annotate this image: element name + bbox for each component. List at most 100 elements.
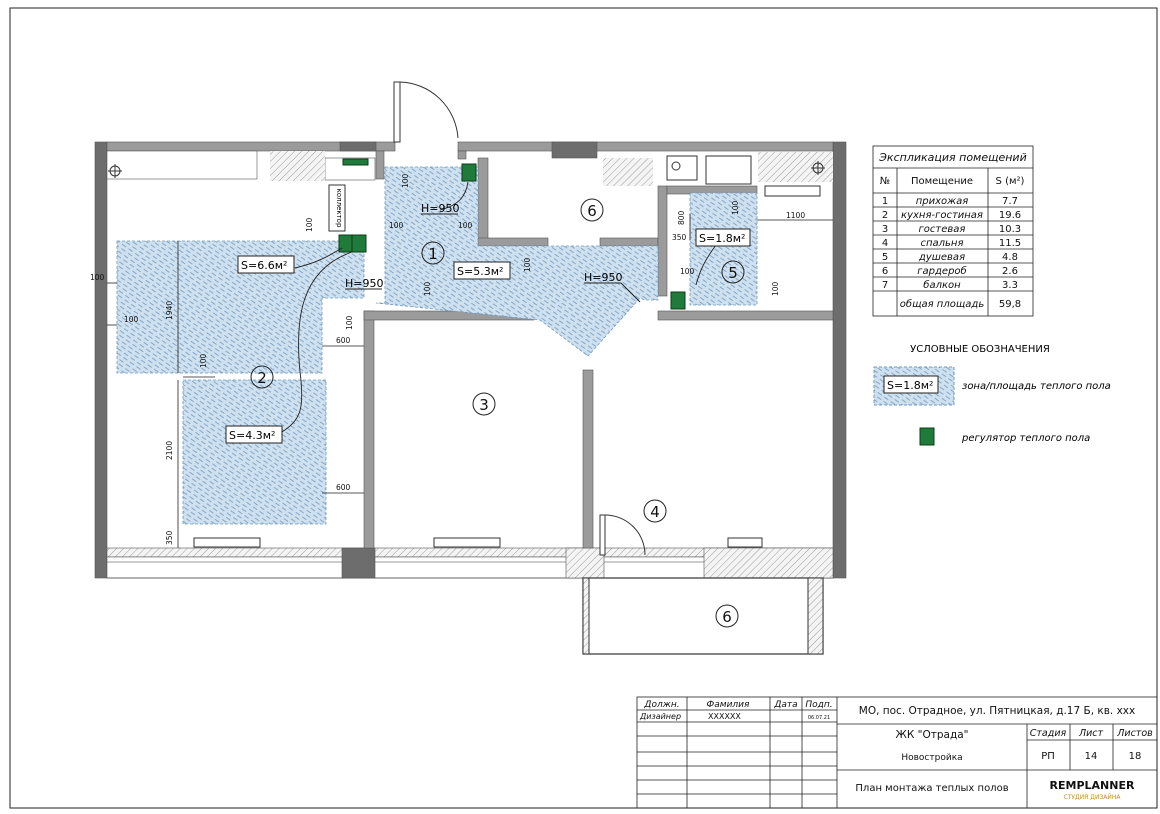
room-marker-6: 6 bbox=[587, 202, 597, 220]
stamp-sheets-label: Листов bbox=[1116, 728, 1153, 739]
zone-area-label: S=5.3м² bbox=[457, 265, 503, 278]
explication-row-n: 4 bbox=[882, 238, 888, 249]
svg-text:коллектор: коллектор bbox=[335, 189, 343, 228]
explication-row-n: 5 bbox=[882, 252, 888, 263]
svg-text:100: 100 bbox=[458, 221, 473, 230]
stamp-header-surname: Фамилия bbox=[707, 700, 751, 710]
legend-regulator-icon bbox=[919, 427, 935, 446]
stamp-stage: РП bbox=[1041, 751, 1055, 762]
explication-row-area: 4.8 bbox=[1002, 252, 1018, 263]
zone-area-label: S=6.6м² bbox=[241, 259, 287, 272]
explication-col-area: S (м²) bbox=[996, 176, 1025, 187]
explication-row-area: 7.7 bbox=[1002, 196, 1018, 207]
room-marker-2: 2 bbox=[257, 369, 267, 387]
stamp-surname: XXXXXX bbox=[708, 712, 741, 721]
title-block bbox=[636, 696, 1158, 809]
stamp-address: МО, пос. Отрадное, ул. Пятницкая, д.17 Б… bbox=[859, 705, 1135, 717]
svg-text:100: 100 bbox=[680, 267, 695, 276]
explication-row-area: 10.3 bbox=[999, 224, 1021, 235]
explication-row-n: 1 bbox=[882, 196, 888, 207]
explication-row-name: гостевая bbox=[919, 224, 966, 235]
area-labels: S=6.6м² S=5.3м² S=4.3м² S=1.8м² bbox=[225, 228, 751, 444]
svg-text:600: 600 bbox=[336, 336, 351, 345]
svg-text:100: 100 bbox=[345, 315, 354, 330]
height-labels: H=950 H=950 H=950 bbox=[345, 202, 641, 303]
room-marker-6-balcony: 6 bbox=[722, 608, 732, 626]
explication-row-n: 6 bbox=[882, 266, 888, 277]
room-marker-3: 3 bbox=[479, 396, 489, 414]
walls bbox=[94, 141, 847, 579]
svg-text:350: 350 bbox=[672, 233, 687, 242]
explication-row-area: 2.6 bbox=[1002, 266, 1018, 277]
room-marker-1: 1 bbox=[428, 245, 438, 263]
svg-text:100: 100 bbox=[771, 281, 780, 296]
svg-text:350: 350 bbox=[165, 530, 174, 545]
explication-row-n: 2 bbox=[882, 210, 888, 221]
regulator-icon bbox=[670, 291, 686, 310]
svg-text:100: 100 bbox=[124, 315, 139, 324]
entrance-door bbox=[393, 81, 459, 143]
explication-row-name: душевая bbox=[918, 252, 965, 263]
svg-text:100: 100 bbox=[389, 221, 404, 230]
svg-text:1940: 1940 bbox=[165, 301, 174, 320]
dimension-texts: 1940 2100 350 600 600 100 100 100 100 10… bbox=[90, 173, 805, 545]
legend-title: УСЛОВНЫЕ ОБОЗНАЧЕНИЯ bbox=[910, 344, 1050, 355]
svg-text:2100: 2100 bbox=[165, 441, 174, 460]
regulator-icon bbox=[461, 163, 477, 182]
balcony-door bbox=[599, 514, 646, 556]
room-marker-4: 4 bbox=[650, 503, 660, 521]
svg-text:100: 100 bbox=[401, 173, 410, 188]
explication-col-n: № bbox=[880, 176, 890, 187]
explication-row-n: 3 bbox=[882, 224, 888, 235]
heating-cables bbox=[281, 181, 717, 433]
regulator-icon bbox=[351, 234, 367, 253]
zone-area-label: S=4.3м² bbox=[229, 429, 275, 442]
height-label: H=950 bbox=[421, 202, 459, 215]
explication-title: Экспликация помещений bbox=[878, 151, 1027, 164]
stamp-complex: ЖК "Отрада" bbox=[896, 729, 969, 741]
collector: коллектор bbox=[328, 184, 346, 232]
regulator-icon bbox=[338, 234, 354, 253]
svg-text:100: 100 bbox=[305, 217, 314, 232]
legend-zone-sample: S=1.8м² bbox=[887, 379, 933, 392]
svg-text:100: 100 bbox=[90, 273, 105, 282]
zone-shower bbox=[689, 192, 758, 306]
explication-row-name: прихожая bbox=[916, 196, 969, 207]
stamp-sheets: 18 bbox=[1129, 751, 1142, 762]
height-label: H=950 bbox=[584, 271, 622, 284]
zone-area-label: S=1.8м² bbox=[699, 232, 745, 245]
plumbing bbox=[108, 155, 825, 197]
svg-text:100: 100 bbox=[523, 257, 532, 272]
stamp-building: Новостройка bbox=[901, 753, 962, 763]
explication-col-room: Помещение bbox=[911, 176, 973, 187]
zone-kitchen-bottom bbox=[182, 379, 327, 525]
logo-subtitle: СТУДИЯ ДИЗАЙНА bbox=[1064, 794, 1122, 801]
regulator-icon bbox=[342, 158, 369, 166]
radiators bbox=[193, 537, 763, 548]
stamp-header-date: Дата bbox=[773, 700, 797, 710]
heated-floor-zones bbox=[116, 166, 758, 525]
explication-row-name: спальня bbox=[920, 238, 963, 249]
stamp-sheet-title: План монтажа теплых полов bbox=[855, 783, 1008, 794]
explication-row-area: 11.5 bbox=[999, 238, 1021, 249]
logo: REMPLANNER bbox=[1050, 779, 1135, 792]
stamp-header-role: Должн. bbox=[643, 700, 679, 710]
balcony bbox=[582, 577, 824, 655]
explication-total-label: общая площадь bbox=[900, 298, 985, 310]
explication-row-area: 19.6 bbox=[999, 210, 1021, 221]
floor-regulators bbox=[338, 158, 686, 310]
svg-text:800: 800 bbox=[677, 210, 686, 225]
svg-text:600: 600 bbox=[336, 483, 351, 492]
svg-text:100: 100 bbox=[199, 353, 208, 368]
dimension-lines bbox=[107, 214, 833, 548]
stamp-sheet: 14 bbox=[1085, 751, 1098, 762]
legend-regulator-label: регулятор теплого пола bbox=[961, 433, 1090, 444]
stamp-date: 06.07.21 bbox=[808, 715, 830, 721]
stamp-header-sign: Подп. bbox=[805, 700, 832, 710]
svg-text:100: 100 bbox=[731, 200, 740, 215]
explication-total-value: 59,8 bbox=[999, 299, 1021, 310]
stamp-stage-label: Стадия bbox=[1030, 728, 1067, 739]
zone-hall bbox=[375, 166, 659, 357]
explication-row-name: кухня-гостиная bbox=[901, 210, 983, 221]
